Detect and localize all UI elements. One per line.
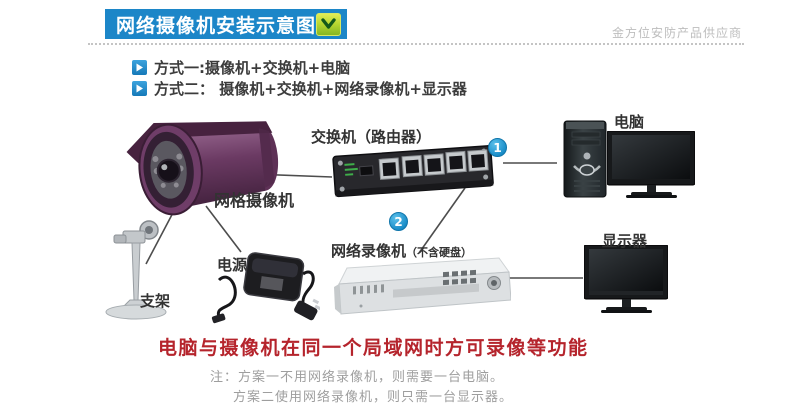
nvr-image — [334, 257, 511, 315]
supplier-text: 金方位安防产品供应商 — [612, 26, 743, 40]
display-monitor-image — [584, 245, 668, 313]
power-label: 电源 — [217, 256, 248, 274]
mode-item-1: 方式一:摄像机+交换机+电脑 — [132, 57, 350, 78]
pc-label: 电脑 — [614, 113, 645, 131]
power-adapter-image — [211, 252, 320, 324]
mode-1-label: 方式一:摄像机+交换机+电脑 — [154, 59, 351, 77]
arrow-bullet-icon — [132, 60, 147, 75]
arrow-bullet-icon — [132, 81, 147, 96]
camera-label: 网格摄像机 — [214, 191, 295, 210]
switch-image — [332, 145, 494, 198]
nvr-label-main: 网络录像机 — [331, 242, 407, 260]
bracket-image — [105, 220, 167, 320]
mode-2-label: 方式二： 摄像机+交换机+网络录像机+显示器 — [154, 80, 467, 98]
bracket-label: 支架 — [140, 292, 171, 310]
switch-label: 交换机（路由器） — [311, 128, 432, 146]
nvr-label: 网络录像机（不含硬盘） — [331, 240, 472, 261]
nvr-label-sub: （不含硬盘） — [406, 246, 473, 259]
mode-item-2: 方式二： 摄像机+交换机+网络录像机+显示器 — [132, 78, 467, 99]
page-title: 网络摄像机安装示意图 — [116, 14, 317, 37]
pc-tower-image — [563, 120, 607, 198]
note-line-1: 注：方案一不用网络录像机，则需要一台电脑。 — [210, 370, 505, 385]
step-badge-1: 1 — [488, 138, 507, 157]
note-line-2: 方案二使用网络录像机，则只需一台显示器。 — [233, 390, 514, 405]
dotted-divider — [88, 43, 744, 45]
display-label: 显示器 — [602, 232, 648, 250]
step-badge-2: 2 — [389, 212, 408, 231]
check-down-icon — [316, 12, 342, 36]
camera-image — [126, 121, 279, 216]
highlight-text: 电脑与摄像机在同一个局域网时方可录像等功能 — [158, 337, 589, 359]
title-bar: 网络摄像机安装示意图 — [105, 9, 347, 39]
pc-monitor-image — [607, 131, 695, 198]
